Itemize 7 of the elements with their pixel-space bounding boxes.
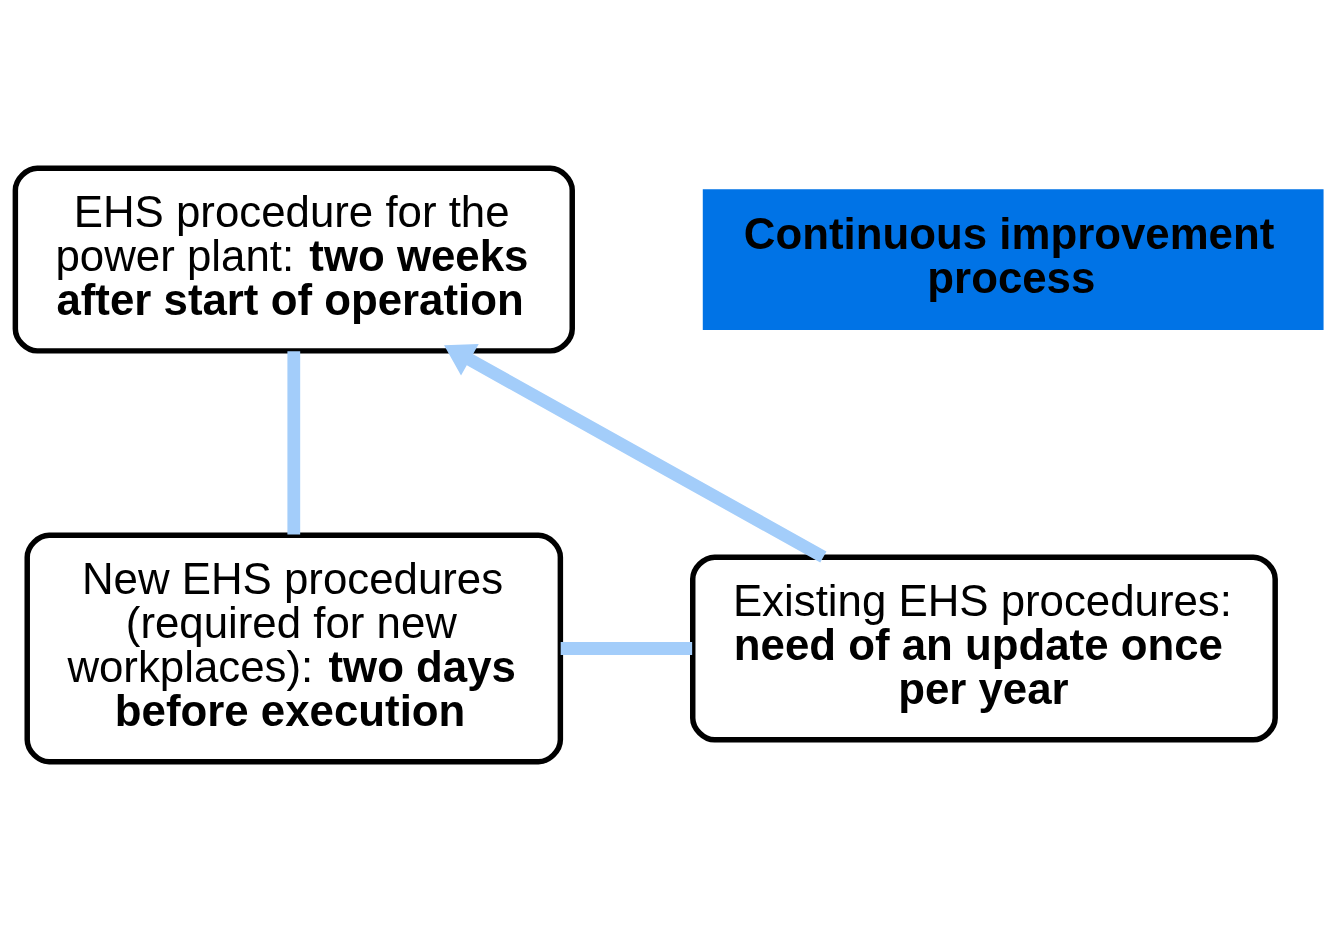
node-box: EHS procedure for the power plant: two weeks after start of operation: [12, 165, 575, 354]
connector: [287, 351, 301, 535]
node-box: New EHS procedures (required for new workplaces): two days before execution: [24, 532, 564, 765]
connector: [560, 642, 693, 655]
node-box: Existing EHS procedures: need of an update once per year: [690, 554, 1278, 743]
node-box: Continuous improvement process: [702, 189, 1324, 330]
arrow: [444, 343, 827, 563]
